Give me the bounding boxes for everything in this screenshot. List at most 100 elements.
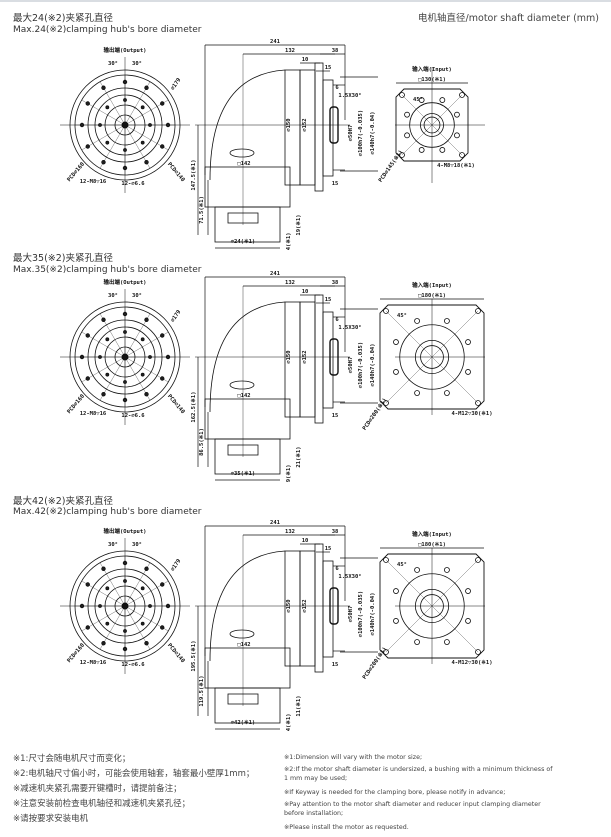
top-divider <box>0 0 611 2</box>
motor-shaft-bore <box>329 587 339 625</box>
dimension-label-v2: 54(※1) <box>284 713 292 731</box>
dimension-label-iang: 45° <box>397 313 407 319</box>
bolt-hole-icon <box>148 355 152 359</box>
bolt-hole-icon <box>444 639 450 645</box>
note-en: ※If Keyway is needed for the clamping bo… <box>284 789 506 796</box>
housing-arc <box>209 69 286 181</box>
dimension-label-d241: 241 <box>270 39 281 45</box>
bolt-hole-icon <box>123 380 127 384</box>
bolt-hole-icon <box>140 337 145 342</box>
section-3-title-en: Max.42(※2)clamping hub's bore diameter <box>13 507 202 517</box>
dimension-label-s2: ⌀100h7(-0.035) <box>358 110 364 156</box>
dimension-label-pilot: ⌀114.3(※1) <box>226 730 260 731</box>
radial-line <box>81 331 126 358</box>
dimension-label-f1: ⌀150 <box>286 350 292 363</box>
dimension-label-input: 输入端(Input) <box>412 281 452 289</box>
dimension-label-itap: 4-M12▽30(※1) <box>451 409 492 417</box>
diagonal-line <box>431 559 479 607</box>
dimension-label-v1: 11(※1) <box>294 695 302 716</box>
section-1-title-en: Max.24(※2)clamping hub's bore diameter <box>13 25 202 35</box>
input-bore-circle <box>414 339 450 375</box>
bolt-hole-icon <box>105 372 110 377</box>
dimension-label-d15b: 15 <box>332 413 339 419</box>
dimension-label-tap: 12-M8▽16 <box>80 411 107 417</box>
dimension-label-iang: 45° <box>413 97 423 103</box>
radial-line <box>81 605 126 632</box>
radial-line <box>124 331 169 358</box>
radial-line <box>124 605 151 650</box>
dimension-label-tap: 12-M8▽16 <box>80 179 107 185</box>
bolt-hole-icon <box>123 98 127 102</box>
input-bore-circle <box>414 588 450 624</box>
diagonal-line <box>431 310 479 358</box>
radial-line <box>99 562 126 607</box>
dimension-label-d241: 241 <box>270 520 281 526</box>
bolt-hole-icon <box>465 618 471 624</box>
bolt-hole-icon <box>444 318 450 324</box>
bolt-hole-icon <box>393 618 399 624</box>
dimension-label-v1: 19(※1) <box>294 214 302 235</box>
motor-shaft-bore <box>329 106 339 144</box>
dimension-label-isq: □130(※1) <box>418 75 446 83</box>
corner-hole-icon <box>475 308 481 314</box>
section-2-title-cn: 最大35(※2)夹紧孔直径 <box>13 253 114 264</box>
radial-line <box>99 124 126 169</box>
input-pilot-circle <box>399 573 465 639</box>
dimension-label-holes: 12-⌀6.6 <box>121 413 145 419</box>
shaft-key <box>227 693 259 705</box>
radial-line <box>124 313 151 358</box>
radial-line <box>124 356 151 401</box>
bolt-hole-icon <box>140 621 145 626</box>
corner-hole-icon <box>475 557 481 563</box>
corner-hole-icon <box>399 152 405 158</box>
bolt-hole-icon <box>444 567 450 573</box>
bolt-hole-icon <box>393 339 399 345</box>
radial-line <box>99 356 126 401</box>
dimension-label-s1: ⌀50H7 <box>348 606 354 623</box>
bolt-hole-icon <box>105 621 110 626</box>
radial-line <box>99 81 126 126</box>
corner-hole-icon <box>383 649 389 655</box>
motor-shaft-bore <box>329 338 339 376</box>
dimension-label-f2: ⌀152 <box>302 350 308 363</box>
adapter <box>322 560 334 658</box>
dimension-label-pcd2: PCD⌀140 <box>166 162 186 184</box>
diagonal-line <box>431 356 479 404</box>
radial-line <box>81 99 126 126</box>
dimension-label-ipcd: PCD⌀200(※1) <box>360 396 388 431</box>
radial-line <box>124 81 151 126</box>
bolt-hole-icon <box>393 588 399 594</box>
note-en: ※2:If the motor shaft diameter is unders… <box>284 766 553 782</box>
dimension-label-h2: 86.5(※1) <box>197 428 205 456</box>
bolt-hole-icon <box>418 147 425 153</box>
output-housing <box>204 398 291 440</box>
dimension-label-bore: ⌀35(※1) <box>231 469 255 477</box>
input-flange <box>314 62 324 192</box>
bolt-hole-icon <box>439 97 446 103</box>
diagonal-line <box>431 124 463 156</box>
dimension-label-itap: 4-M8▽18(※1) <box>437 161 475 169</box>
bolt-hole-icon <box>105 337 110 342</box>
bolt-hole-icon <box>404 132 410 139</box>
section-1-title-cn: 最大24(※2)夹紧孔直径 <box>13 13 114 24</box>
dimension-label-od: ⌀179 <box>170 558 183 572</box>
dimension-label-h1: 162.5(※1) <box>189 391 197 422</box>
diagonal-line <box>385 605 433 653</box>
dimension-label-v1: 21(※1) <box>294 446 302 467</box>
dimension-label-pilot: ⌀114.3(※1) <box>226 481 260 482</box>
dimension-label-f1: ⌀150 <box>286 599 292 612</box>
shaft-key <box>227 444 259 456</box>
corner-hole-icon <box>475 649 481 655</box>
dimension-label-output: 输出端(Output) <box>104 278 147 286</box>
dimension-label-ipcd: PCD⌀200(※1) <box>360 645 388 680</box>
corner-hole-icon <box>383 308 389 314</box>
radial-line <box>124 124 151 169</box>
dimension-label-pilot: ⌀110(※1) <box>229 249 257 250</box>
dimension-label-d38: 38 <box>332 280 339 286</box>
input-shaft-circle <box>423 116 441 134</box>
dimension-label-s2: ⌀100h7(-0.035) <box>358 591 364 637</box>
